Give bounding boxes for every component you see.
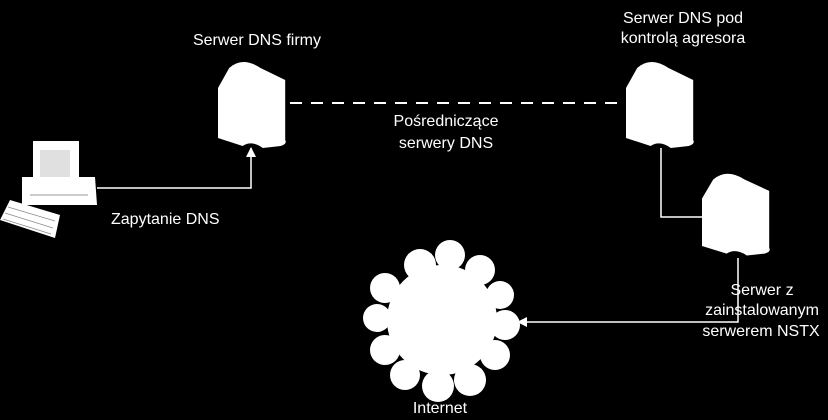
intermediate-dns-label-line1: Pośredniczące [394,113,499,130]
dns-query-label: Zapytanie DNS [111,211,220,228]
attacker-dns-server-icon [626,62,694,148]
attacker-to-nstx-connector [660,148,702,218]
attacker-dns-server-label-line1: Serwer DNS pod [623,10,743,27]
attacker-dns-server-label-line2: kontrolą agresora [621,30,746,47]
computer-icon [0,141,97,238]
dns-query-connector [97,147,256,189]
internet-label: Internet [413,400,468,417]
nstx-to-internet-connector [517,258,739,327]
company-dns-server-label: Serwer DNS firmy [193,32,321,49]
nstx-server-label-line2: zainstalowanym [705,302,819,319]
company-dns-server-icon [218,62,286,148]
nstx-server-icon [702,173,770,256]
nstx-server-label-line1: Serwer z [730,282,793,299]
internet-cloud-icon [363,240,520,402]
intermediate-dns-label-line2: serwery DNS [399,135,493,152]
nstx-server-label-line3: serwerem NSTX [702,323,820,340]
